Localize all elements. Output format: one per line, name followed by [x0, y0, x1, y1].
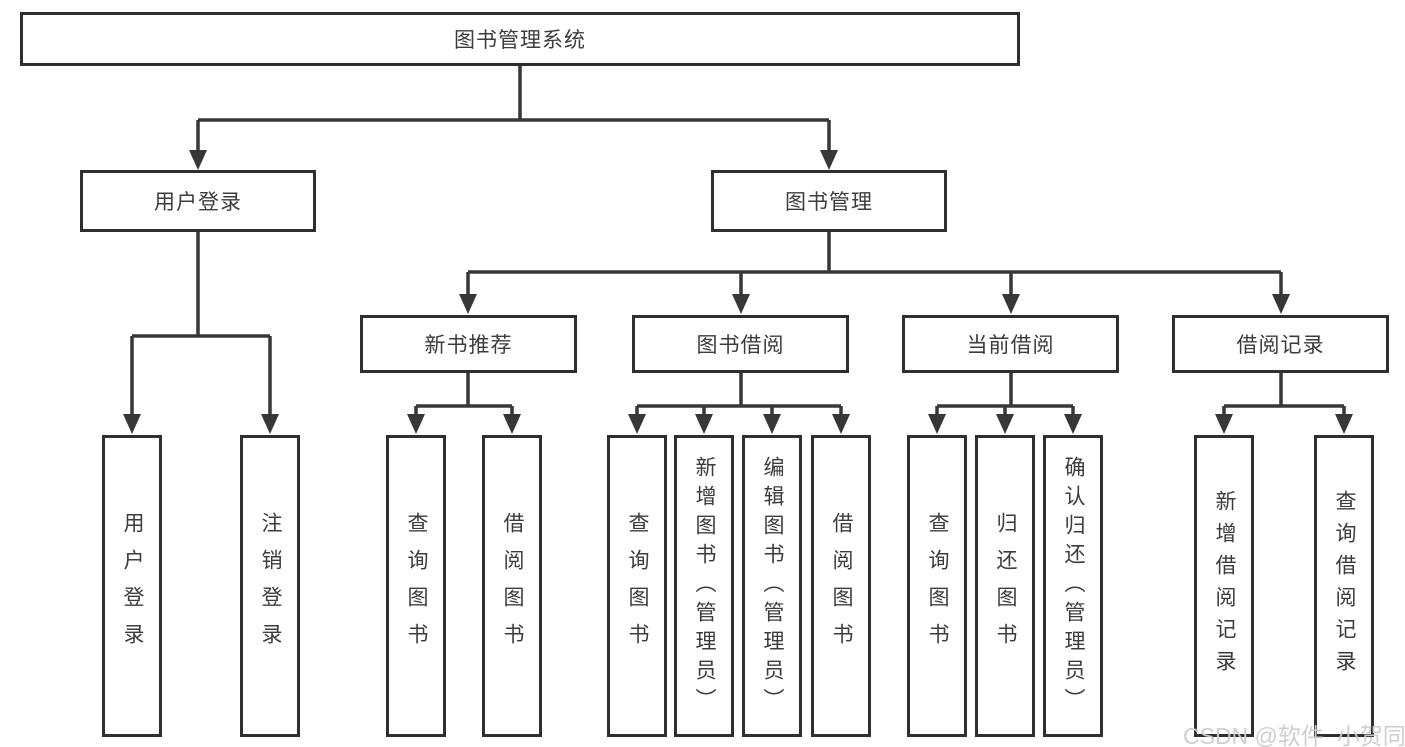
leaf-query-borrow-record-label: 查询借阅记录	[1333, 490, 1356, 682]
node-borrow-records-label: 借阅记录	[1236, 334, 1325, 357]
node-root-system: 图书管理系统	[20, 12, 1020, 66]
node-root-label: 图书管理系统	[454, 29, 586, 52]
leaf-query-books-borrow: 查询图书	[607, 435, 667, 737]
leaf-query-borrow-record: 查询借阅记录	[1314, 435, 1374, 737]
leaf-return-books: 归还图书	[975, 435, 1035, 737]
node-book-management: 图书管理	[711, 170, 947, 232]
leaf-query-books-borrow-label: 查询图书	[626, 512, 649, 660]
watermark: CSDN @软件_小贺同学	[1183, 723, 1405, 747]
arrowhead-icons	[123, 150, 1353, 434]
leaf-user-login-label: 用户登录	[121, 512, 144, 660]
node-user-login: 用户登录	[80, 170, 316, 232]
leaf-logout-label: 注销登录	[259, 512, 282, 660]
leaf-edit-books-admin: 编辑图书（管理员）	[742, 435, 802, 737]
node-current-borrow-label: 当前借阅	[966, 334, 1055, 357]
leaf-query-books-recommend: 查询图书	[386, 435, 446, 737]
node-book-borrow: 图书借阅	[632, 315, 849, 373]
leaf-user-login: 用户登录	[102, 435, 162, 737]
node-book-management-label: 图书管理	[785, 191, 873, 214]
node-current-borrow: 当前借阅	[902, 315, 1119, 373]
leaf-add-borrow-record: 新增借阅记录	[1194, 435, 1254, 737]
leaf-borrow-books-recommend: 借阅图书	[482, 435, 542, 737]
node-new-book-recommend-label: 新书推荐	[424, 334, 513, 357]
leaf-confirm-return-admin: 确认归还（管理员）	[1043, 435, 1103, 737]
node-book-borrow-label: 图书借阅	[696, 334, 785, 357]
node-new-book-recommend: 新书推荐	[360, 315, 577, 373]
leaf-query-books-current-label: 查询图书	[926, 512, 949, 660]
node-user-login-label: 用户登录	[154, 191, 242, 214]
leaf-query-books-recommend-label: 查询图书	[405, 512, 428, 660]
leaf-add-books-admin-label: 新增图书（管理员）	[693, 455, 716, 717]
leaf-add-borrow-record-label: 新增借阅记录	[1213, 490, 1236, 682]
leaf-add-books-admin: 新增图书（管理员）	[674, 435, 734, 737]
leaf-borrow-books-recommend-label: 借阅图书	[501, 512, 524, 660]
leaf-return-books-label: 归还图书	[994, 512, 1017, 660]
leaf-query-books-current: 查询图书	[907, 435, 967, 737]
leaf-borrow-books: 借阅图书	[811, 435, 871, 737]
leaf-borrow-books-label: 借阅图书	[830, 512, 853, 660]
leaf-edit-books-admin-label: 编辑图书（管理员）	[761, 455, 784, 717]
node-borrow-records: 借阅记录	[1172, 315, 1389, 373]
leaf-confirm-return-admin-label: 确认归还（管理员）	[1062, 455, 1085, 717]
leaf-logout: 注销登录	[240, 435, 300, 737]
